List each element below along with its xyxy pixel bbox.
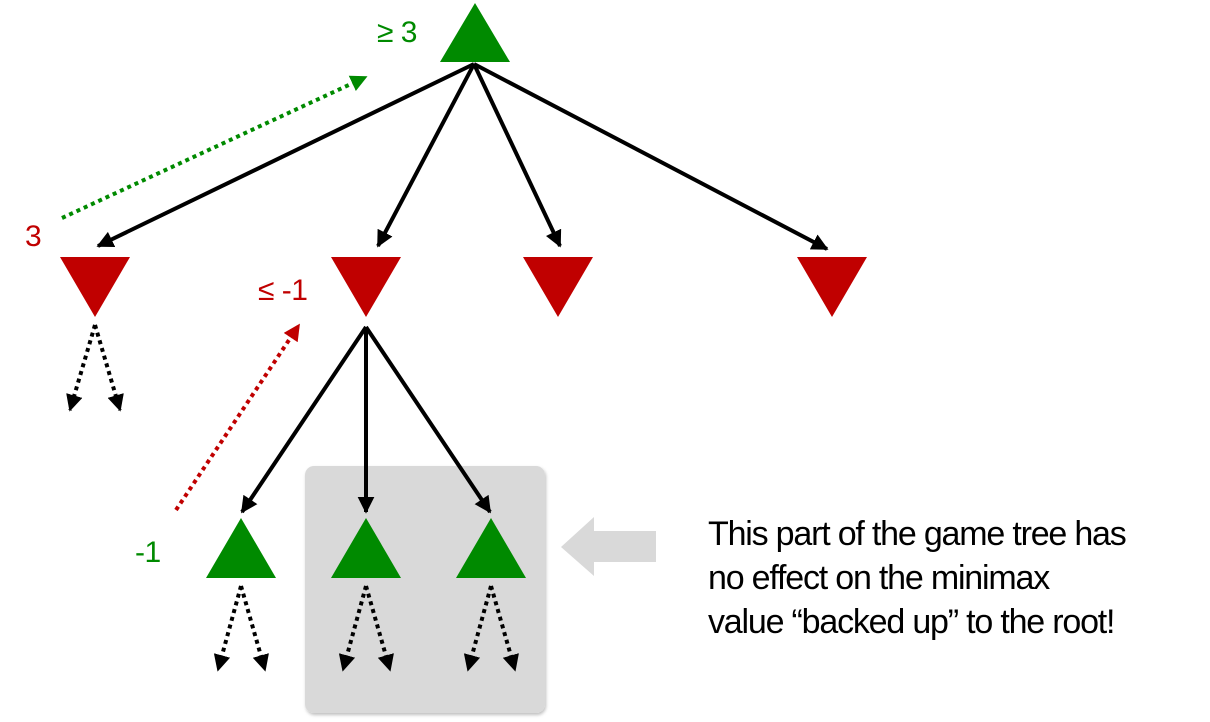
edge-root-min3 <box>472 63 562 248</box>
root-edges <box>96 62 829 251</box>
edge-min2-max1 <box>240 325 368 514</box>
max-node-root <box>440 3 510 62</box>
backup-arrow-red <box>174 323 301 512</box>
callout-arrow-icon <box>561 517 656 576</box>
edge-root-min2 <box>376 63 476 248</box>
dotted-edge <box>66 324 97 412</box>
note-line: no effect on the minimax <box>708 559 1050 597</box>
min-node-2 <box>331 257 401 317</box>
backup-arrow-green <box>61 75 368 220</box>
unexplored-edges <box>66 324 519 672</box>
edge-root-min1 <box>96 62 475 248</box>
dotted-edge <box>364 585 394 672</box>
note-line: This part of the game tree has <box>708 515 1127 553</box>
dotted-edge <box>93 324 124 412</box>
max-node-leaf-3 <box>456 518 526 578</box>
edge-root-min4 <box>473 62 829 251</box>
min-node-1 <box>60 257 130 317</box>
min1-value-label: 3 <box>25 220 42 253</box>
pruned-region-box <box>305 466 545 713</box>
leaf-value-label: -1 <box>135 536 161 569</box>
dotted-edge <box>213 585 243 672</box>
min2-bound-label: ≤ -1 <box>258 274 308 307</box>
dotted-edge <box>338 585 368 672</box>
min-node-4 <box>797 257 867 317</box>
dotted-edge <box>239 585 269 672</box>
max-node-leaf-1 <box>206 518 276 578</box>
dotted-edge <box>463 585 493 672</box>
min2-edges <box>240 325 492 514</box>
dotted-edge <box>489 585 519 672</box>
note-line: value “backed up” to the root! <box>708 603 1115 641</box>
max-node-leaf-2 <box>331 518 401 578</box>
min-node-3 <box>523 257 593 317</box>
explanation-note: This part of the game tree has no effect… <box>708 512 1208 644</box>
root-bound-label: ≥ 3 <box>377 16 417 49</box>
edge-min2-max3 <box>364 325 492 514</box>
